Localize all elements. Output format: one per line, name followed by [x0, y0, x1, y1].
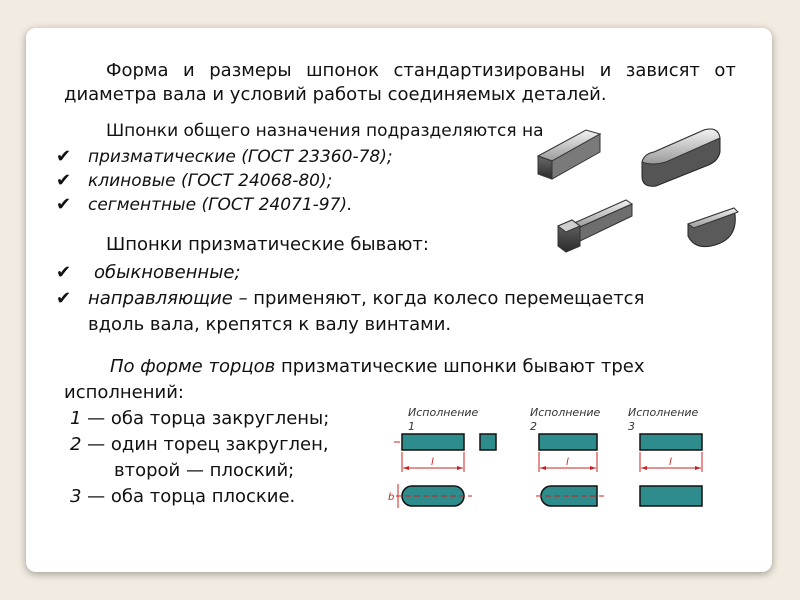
- intro-word: Форма: [106, 60, 169, 81]
- execution-1-description: — оба торца закруглены;: [81, 408, 330, 429]
- prismatic-item-2: направляющие – применяют, когда колесо п…: [88, 288, 644, 310]
- dim-l-2: l: [566, 457, 569, 468]
- ends-line-2: исполнений:: [64, 382, 184, 403]
- prismatic-item-2-cont: вдоль вала, крепятся к валу винтами.: [88, 314, 452, 335]
- general-item-3: сегментные (ГОСТ 24071-97).: [88, 195, 353, 215]
- intro-word: от: [714, 60, 736, 81]
- execution-diagrams: l l l b: [388, 433, 703, 508]
- execution-3-top-view: [639, 433, 703, 451]
- check-icon: ✔: [56, 170, 72, 191]
- ends-term: По форме торцов: [110, 356, 276, 377]
- dim-b: b: [388, 492, 394, 503]
- ends-text: призматические шпонки бывают трех: [275, 356, 645, 377]
- execution-2-text: 2 — один торец закруглен,: [70, 434, 329, 456]
- intro-line-2: диаметра вала и условий работы соединяем…: [64, 84, 607, 105]
- execution-1-top-view: [401, 433, 465, 451]
- intro-word: и: [599, 60, 612, 81]
- execution-3-bottom-view: [639, 485, 703, 507]
- rounded-key-image: [641, 128, 721, 187]
- execution-1-label-number: 1: [408, 420, 415, 433]
- prismatic-item-2-term: направляющие: [88, 288, 233, 309]
- prismatic-item-2-text: – применяют, когда колесо перемещается: [232, 288, 645, 309]
- check-icon: ✔: [56, 262, 72, 283]
- general-heading: Шпонки общего назначения подразделяются …: [106, 121, 544, 141]
- general-item-2: клиновые (ГОСТ 24068-80);: [88, 171, 333, 191]
- dim-l-3: l: [669, 457, 672, 468]
- execution-2-label-number: 2: [530, 420, 537, 433]
- execution-2-number: 2: [70, 434, 82, 455]
- ends-line-1: По форме торцов призматические шпонки бы…: [110, 356, 645, 378]
- intro-word: размеры: [209, 60, 292, 81]
- execution-3-label-title: Исполнение: [628, 406, 699, 419]
- execution-3-label: Исполнение 3: [628, 406, 698, 434]
- key-illustrations: [536, 128, 739, 253]
- prismatic-heading: Шпонки призматические бывают:: [106, 234, 429, 255]
- intro-word: и: [183, 60, 195, 81]
- execution-1-section: [479, 433, 497, 451]
- execution-2-top-view: [538, 433, 598, 451]
- execution-2-label: Исполнение 2: [530, 406, 600, 434]
- execution-3-number: 3: [70, 486, 82, 507]
- execution-3-label-number: 3: [628, 420, 635, 433]
- wedge-key-image: [557, 199, 634, 253]
- check-icon: ✔: [56, 288, 72, 309]
- dim-l-1: l: [431, 457, 434, 468]
- check-icon: ✔: [56, 194, 72, 215]
- segment-key-image: [686, 207, 739, 248]
- execution-1-label: Исполнение 1: [408, 406, 478, 434]
- execution-1-number: 1: [70, 408, 82, 429]
- execution-3-text: 3 — оба торца плоские.: [70, 486, 295, 508]
- execution-1-text: 1 — оба торца закруглены;: [70, 408, 329, 430]
- prismatic-item-1: обыкновенные;: [94, 262, 241, 283]
- general-item-1: призматические (ГОСТ 23360-78);: [88, 147, 393, 167]
- execution-1-label-title: Исполнение: [408, 406, 479, 419]
- intro-word: шпонок: [306, 60, 379, 81]
- check-icon: ✔: [56, 146, 72, 167]
- execution-2-label-title: Исполнение: [530, 406, 601, 419]
- execution-2-description: — один торец закруглен,: [81, 434, 329, 455]
- execution-2-cont: второй — плоский;: [114, 460, 295, 481]
- execution-3-description: — оба торца плоские.: [81, 486, 296, 507]
- intro-word: стандартизированы: [393, 60, 586, 81]
- prismatic-key-image: [536, 129, 602, 180]
- intro-word: зависят: [625, 60, 700, 81]
